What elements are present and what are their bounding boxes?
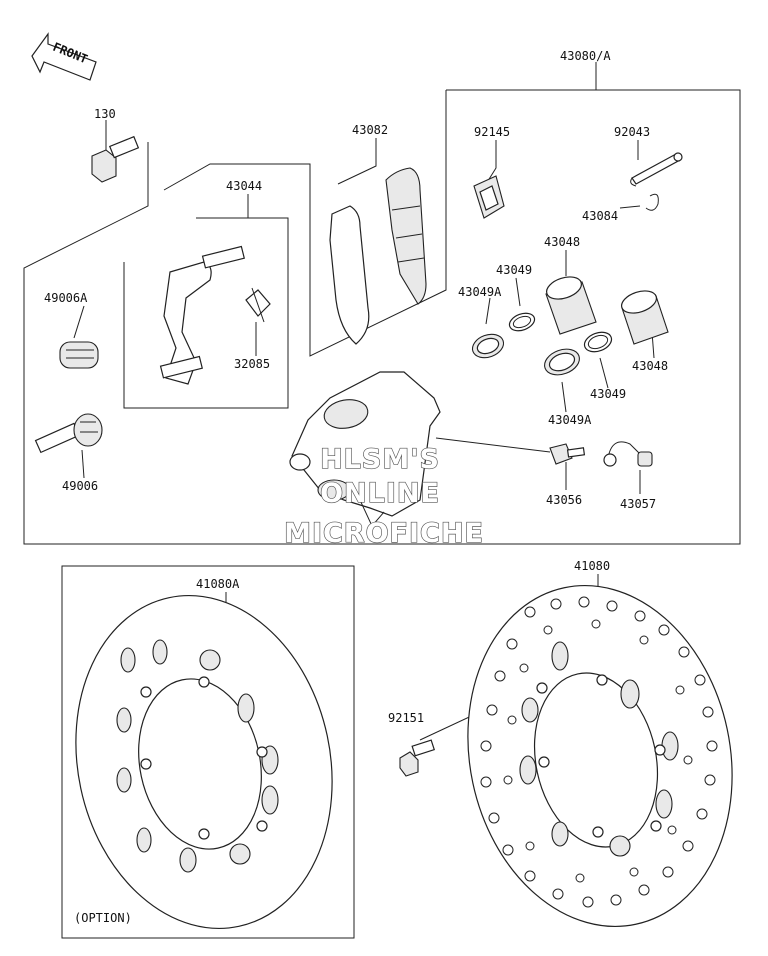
disc-bolt [399,739,436,777]
label-43082: 43082 [352,123,388,137]
brake-disc-option [75,594,333,930]
label-43080a: 43080/A [560,49,611,63]
label-43057: 43057 [620,497,656,511]
caliper-bracket [159,245,245,385]
label-43049a-upper: 43049A [458,285,502,299]
watermark: HLSM'S ONLINE MICROFICHE [283,443,484,549]
label-43048-upper: 43048 [544,235,580,249]
brake-pads [329,167,427,345]
caliper-body [289,371,441,527]
label-43044: 43044 [226,179,262,193]
option-note: (OPTION) [74,911,132,925]
label-43056: 43056 [546,493,582,507]
bleeder-valve [549,443,586,465]
pad-spring [245,287,271,323]
piston-upper [545,276,597,335]
bracket-assembly-outline [123,217,289,409]
bleeder-cap [603,441,653,467]
piston-right [621,290,669,345]
watermark-line-1: HLSM'S [320,444,440,475]
disc-slots [519,641,679,857]
label-43084: 43084 [582,209,618,223]
label-43048-lower: 43048 [632,359,668,373]
rubber-boot [59,341,99,369]
brake-disc [467,585,733,927]
pistons-and-seals [471,276,669,376]
watermark-line-3: MICROFICHE [284,518,484,549]
label-43049-lower: 43049 [590,387,626,401]
pad-pin [630,152,683,187]
label-49006: 49006 [62,479,98,493]
label-92043: 92043 [614,125,650,139]
label-92151: 92151 [388,711,424,725]
slide-pin [34,413,103,454]
label-41080a: 41080A [196,577,240,591]
option-box [61,565,355,939]
option-disc-slots [116,639,279,873]
label-43049-upper: 43049 [496,263,532,277]
label-49006a: 49006A [44,291,88,305]
label-32085: 32085 [234,357,270,371]
label-130: 130 [94,107,116,121]
flange-bolt [91,135,140,183]
part-labels: 130 43044 43082 43080/A 92145 92043 4308… [44,49,668,925]
label-43049a-lower: 43049A [548,413,592,427]
seal-lower [583,331,613,353]
caliper-assembly-outline [23,89,741,545]
disc-vent-holes [480,596,718,908]
pad-shim [473,175,505,219]
pin-clip [645,193,659,211]
label-92145: 92145 [474,125,510,139]
front-direction-arrow: FRONT [31,32,97,81]
pad-group-outline [163,90,447,357]
watermark-line-2: ONLINE [320,478,440,509]
seal-upper [508,312,536,332]
label-41080: 41080 [574,559,610,573]
